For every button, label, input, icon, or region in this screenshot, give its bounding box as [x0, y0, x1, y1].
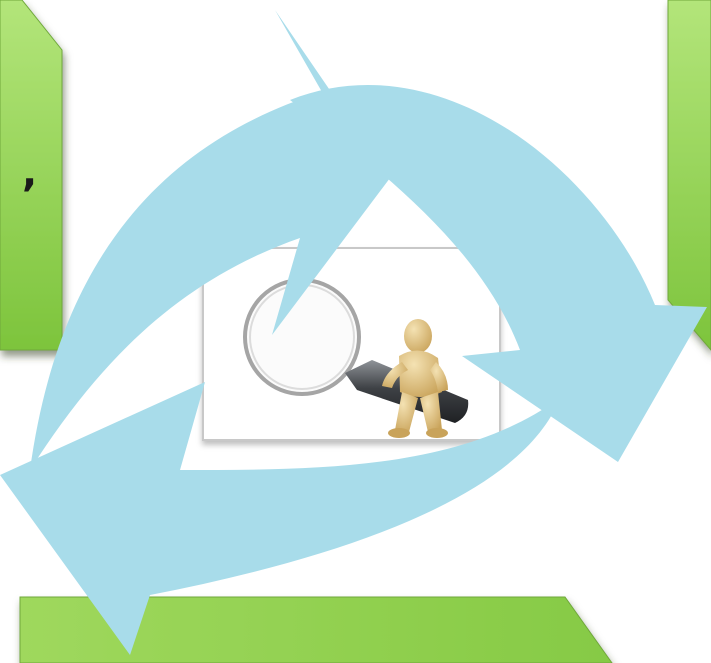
left-box-text: , — [22, 150, 37, 196]
right-step-box — [668, 0, 711, 350]
